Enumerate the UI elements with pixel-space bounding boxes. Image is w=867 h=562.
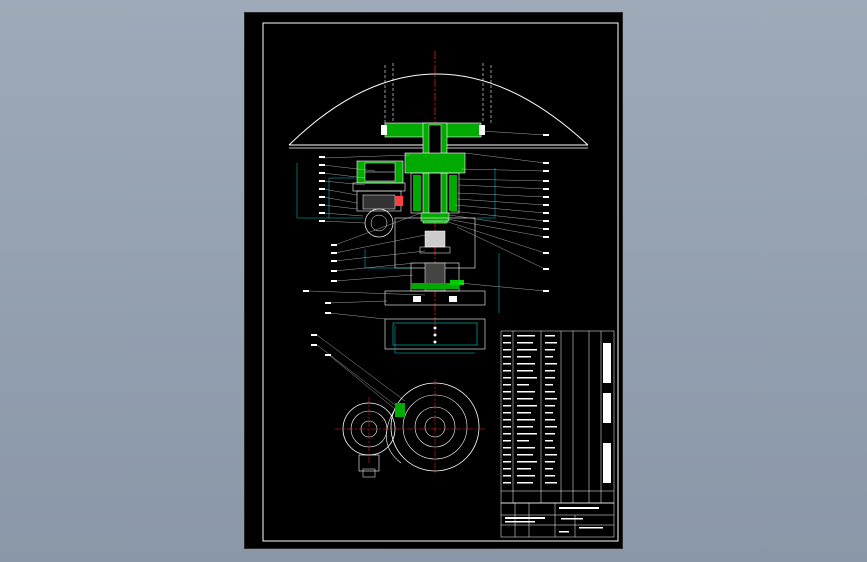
drawing-frame [262,22,619,542]
leader-lines-left [308,154,426,410]
leader-lines-right [444,130,546,292]
parts-list-rows [503,335,611,484]
drawing-sheet [244,12,623,549]
top-flange [381,122,485,224]
parts-list-table [500,330,615,504]
title-block [500,502,615,538]
left-gear-section [352,160,406,238]
shaft-housing [384,217,486,350]
dimension-lines [296,163,500,354]
part-number-ticks [303,134,549,356]
plan-view-gears [335,379,485,478]
assembly-drawing [262,22,619,542]
title-block-marks [505,507,603,533]
